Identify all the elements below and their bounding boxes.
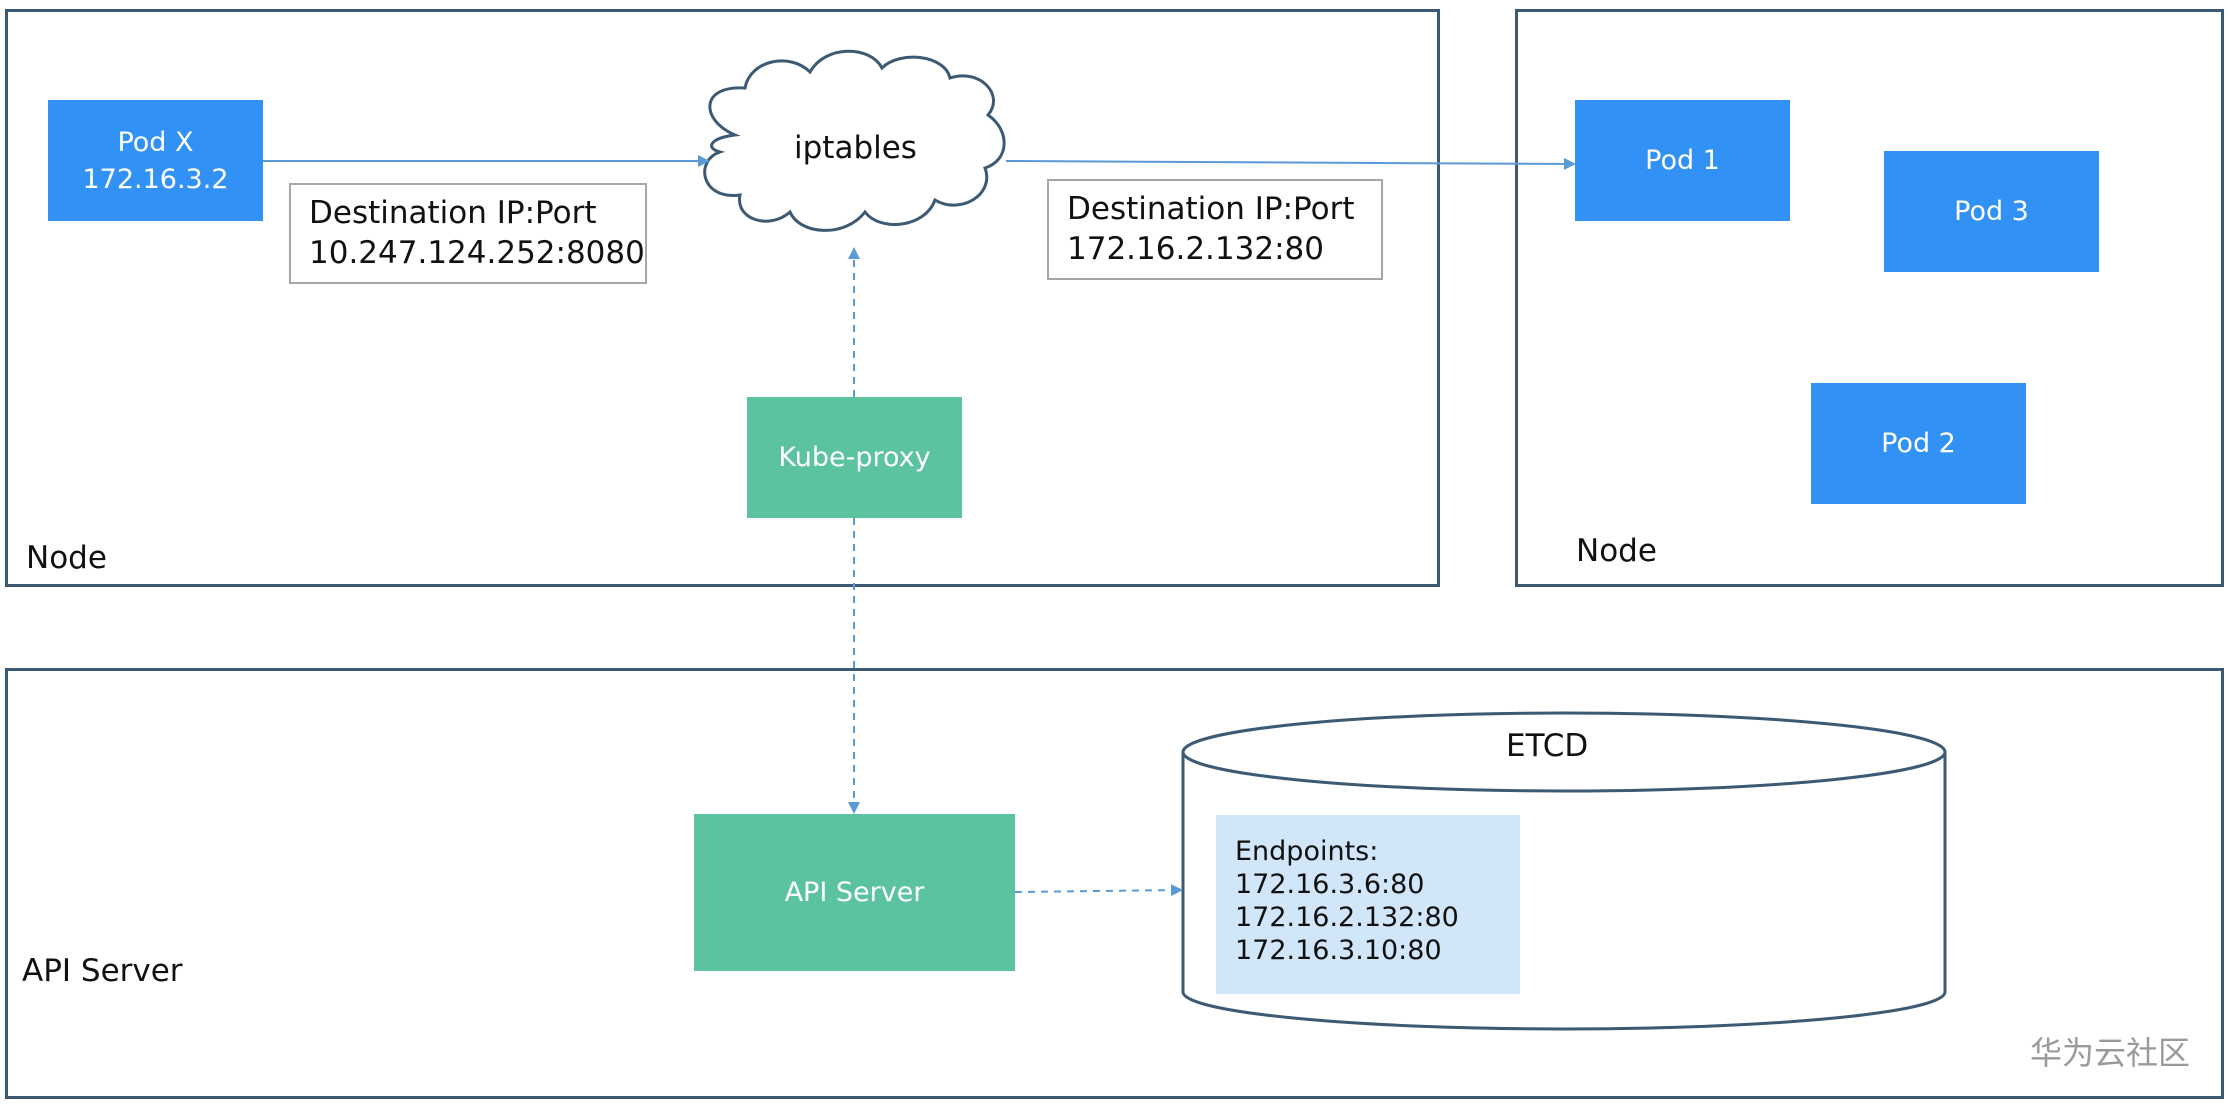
endpoints-box: Endpoints: 172.16.3.6:80 172.16.2.132:80… xyxy=(1216,815,1520,994)
pod-1: Pod 1 xyxy=(1575,100,1790,221)
api-region-label: API Server xyxy=(22,953,183,989)
iptables-label: iptables xyxy=(794,130,917,166)
api-server-box: API Server xyxy=(694,814,1015,971)
pod-2-label: Pod 2 xyxy=(1881,428,1956,459)
pod-x-ip: 172.16.3.2 xyxy=(82,163,229,195)
destination-service-value: 10.247.124.252:8080 xyxy=(309,235,645,271)
etcd-label: ETCD xyxy=(1506,728,1589,764)
api-server-label: API Server xyxy=(784,877,925,908)
kube-proxy-box: Kube-proxy xyxy=(747,397,962,518)
destination-pod-value: 172.16.2.132:80 xyxy=(1067,231,1324,267)
pod-3-label: Pod 3 xyxy=(1954,196,2029,227)
node-left-label: Node xyxy=(26,540,107,576)
endpoint-item: 172.16.2.132:80 xyxy=(1235,902,1459,933)
endpoints-title: Endpoints: xyxy=(1235,836,1379,867)
destination-service-title: Destination IP:Port xyxy=(309,195,597,231)
endpoint-item: 172.16.3.6:80 xyxy=(1235,869,1425,900)
pod-2: Pod 2 xyxy=(1811,383,2026,504)
pod-x: Pod X 172.16.3.2 xyxy=(48,100,263,221)
watermark: 华为云社区 xyxy=(2030,1034,2191,1072)
destination-pod-title: Destination IP:Port xyxy=(1067,191,1355,227)
arrow-apiserver-to-etcd xyxy=(1014,884,1183,897)
destination-box-pod: Destination IP:Port 172.16.2.132:80 xyxy=(1047,179,1383,280)
iptables-cloud xyxy=(703,49,1006,232)
pod-1-label: Pod 1 xyxy=(1645,145,1720,176)
endpoint-item: 172.16.3.10:80 xyxy=(1235,935,1442,966)
destination-box-service: Destination IP:Port 10.247.124.252:8080 xyxy=(289,183,647,284)
arrow-iptables-to-pod1 xyxy=(1005,157,1576,170)
node-right-label: Node xyxy=(1576,533,1657,569)
pod-x-name: Pod X xyxy=(117,126,194,158)
pod-3: Pod 3 xyxy=(1884,151,2099,272)
kube-proxy-label: Kube-proxy xyxy=(778,442,931,473)
